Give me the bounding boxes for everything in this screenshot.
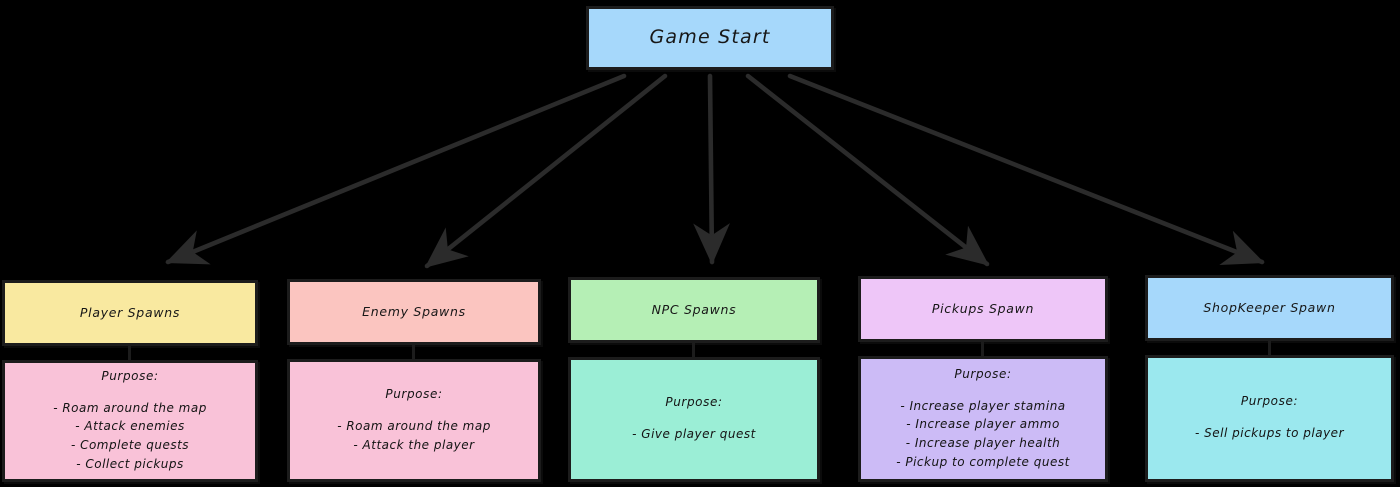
node-enemy-spawns[interactable]: Enemy Spawns: [287, 279, 541, 345]
purpose-title: Purpose:: [665, 395, 723, 410]
purpose-title: Purpose:: [385, 386, 443, 401]
node-player-spawns-label: Player Spawns: [79, 304, 181, 320]
connector-player: [128, 346, 131, 360]
purpose-item: - Collect pickups: [76, 456, 184, 471]
edge-root-to-npc: [693, 73, 730, 265]
connector-npc: [692, 343, 695, 357]
purpose-title: Purpose:: [101, 368, 159, 383]
edge-root-to-enemy: [424, 73, 668, 269]
purpose-item: - Roam around the map: [337, 418, 491, 433]
node-npc-purpose[interactable]: Purpose: - Give player quest: [568, 357, 820, 482]
node-shopkeeper-spawn[interactable]: ShopKeeper Spawn: [1145, 275, 1394, 341]
purpose-item: - Sell pickups to player: [1195, 426, 1344, 441]
purpose-list: - Roam around the map - Attack the playe…: [337, 417, 491, 454]
purpose-title: Purpose:: [1240, 394, 1299, 409]
connector-enemy: [412, 345, 415, 359]
node-player-purpose[interactable]: Purpose: - Roam around the map - Attack …: [2, 360, 258, 482]
purpose-item: - Attack the player: [353, 437, 475, 452]
node-player-spawns[interactable]: Player Spawns: [2, 280, 258, 346]
edge-root-to-player: [165, 73, 627, 265]
node-npc-spawns[interactable]: NPC Spawns: [568, 277, 820, 343]
node-pickups-purpose[interactable]: Purpose: - Increase player stamina - Inc…: [858, 356, 1108, 482]
purpose-item: - Give player quest: [632, 427, 756, 442]
node-game-start[interactable]: Game Start: [586, 6, 834, 70]
purpose-list: - Roam around the map - Attack enemies -…: [53, 399, 207, 473]
purpose-item: - Increase player health: [905, 436, 1061, 450]
node-shopkeeper-spawn-label: ShopKeeper Spawn: [1203, 299, 1336, 315]
node-shopkeeper-purpose[interactable]: Purpose: - Sell pickups to player: [1145, 355, 1394, 482]
purpose-list: - Give player quest: [632, 425, 756, 444]
node-enemy-purpose[interactable]: Purpose: - Roam around the map - Attack …: [287, 359, 541, 482]
purpose-title: Purpose:: [954, 366, 1012, 381]
purpose-item: - Increase player stamina: [900, 398, 1066, 413]
connector-pickups: [981, 342, 984, 356]
connector-shopkeeper: [1268, 341, 1271, 355]
node-npc-spawns-label: NPC Spawns: [651, 301, 737, 317]
node-enemy-spawns-label: Enemy Spawns: [362, 303, 466, 319]
node-pickups-spawn[interactable]: Pickups Spawn: [858, 276, 1108, 342]
purpose-item: - Complete quests: [70, 438, 190, 452]
node-game-start-label: Game Start: [649, 26, 771, 49]
purpose-list: - Sell pickups to player: [1195, 424, 1344, 443]
node-pickups-spawn-label: Pickups Spawn: [931, 300, 1035, 316]
edge-root-to-shopkeeper: [787, 73, 1265, 265]
edge-root-to-pickups: [745, 73, 990, 267]
purpose-item: - Increase player ammo: [906, 417, 1060, 432]
purpose-item: - Roam around the map: [53, 400, 207, 415]
purpose-item: - Pickup to complete quest: [896, 454, 1070, 469]
purpose-item: - Attack enemies: [75, 419, 185, 434]
purpose-list: - Increase player stamina - Increase pla…: [896, 397, 1070, 471]
